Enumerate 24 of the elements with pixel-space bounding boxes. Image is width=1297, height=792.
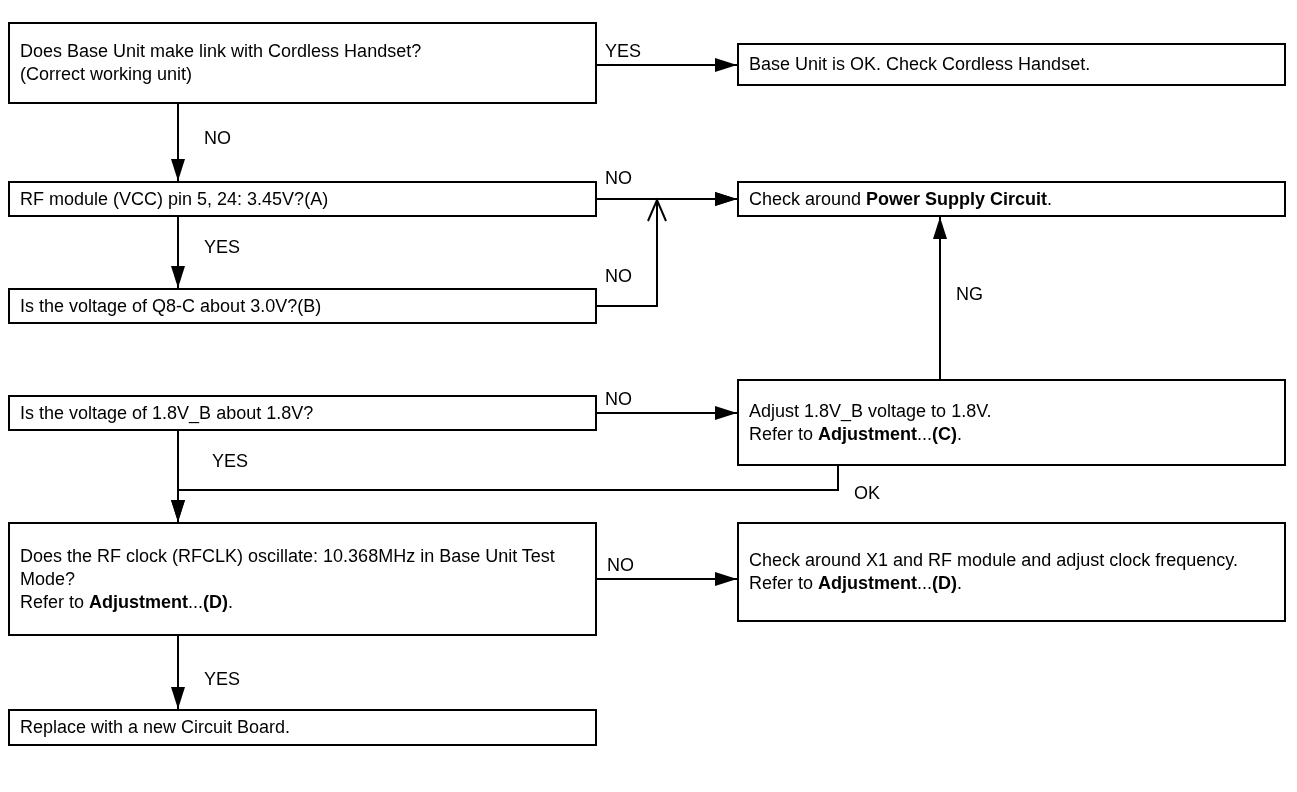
box-text: (Correct working unit)	[20, 63, 194, 86]
process-box	[8, 22, 597, 104]
process-box	[8, 395, 597, 431]
box-text: Refer to Adjustment...(D).	[749, 572, 964, 595]
box-text: RF module (VCC) pin 5, 24: 3.45V?(A)	[20, 187, 330, 211]
box-text: Refer to Adjustment...(C).	[749, 422, 964, 446]
box-text: Replace with a new Circuit Board.	[20, 716, 292, 739]
box-text: Adjust 1.8V_B voltage to 1.8V.	[749, 399, 993, 423]
box-text: Is the voltage of 1.8V_B about 1.8V?	[20, 401, 315, 425]
process-box	[8, 288, 597, 324]
box-text: Is the voltage of Q8-C about 3.0V?(B)	[20, 294, 323, 318]
process-box	[8, 522, 597, 636]
process-box	[737, 522, 1286, 622]
process-box	[8, 181, 597, 217]
box-text: Base Unit is OK. Check Cordless Handset.	[749, 53, 1092, 76]
box-text: Does the RF clock (RFCLK) oscillate: 10.368MHz in Base Unit Test Mode?	[20, 544, 556, 591]
box-text: Does Base Unit make link with Cordless Handset?	[20, 40, 423, 63]
box-text: Check around X1 and RF module and adjust clock frequency.	[749, 549, 1239, 572]
process-box	[737, 43, 1286, 86]
box-text: Refer to Adjustment...(D).	[20, 590, 235, 614]
process-box	[737, 181, 1286, 217]
box-text: Check around Power Supply Circuit.	[749, 187, 1054, 211]
process-box	[737, 379, 1286, 466]
process-box	[8, 709, 597, 746]
